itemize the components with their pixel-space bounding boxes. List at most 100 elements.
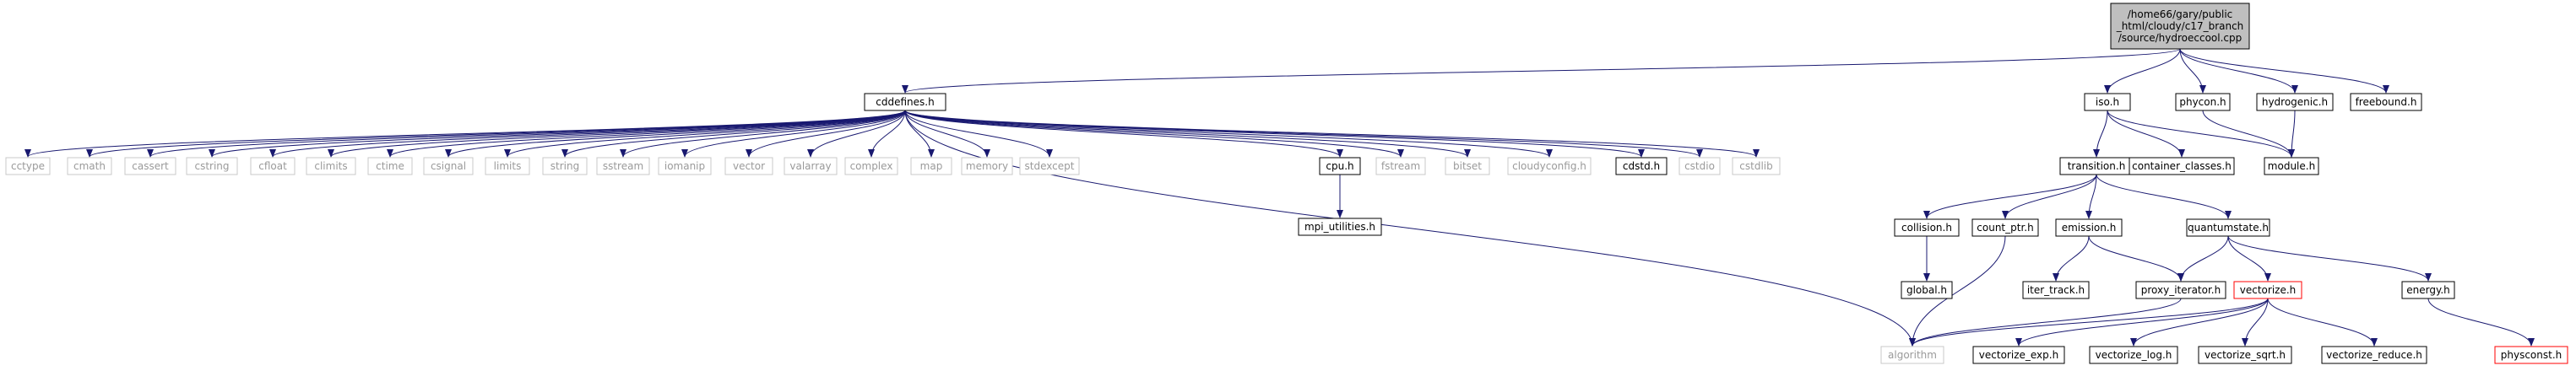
node-phycon[interactable]: phycon.h <box>2175 93 2231 111</box>
node-complex[interactable]: complex <box>844 157 898 175</box>
node-iomanip[interactable]: iomanip <box>658 157 712 175</box>
node-label: emission.h <box>2062 222 2117 234</box>
edge-quantumstate-to-vectorize <box>2227 235 2271 282</box>
edges-layer <box>24 48 2535 347</box>
node-box <box>910 157 952 175</box>
node-vectorize-exp[interactable]: vectorize_exp.h <box>1972 346 2065 364</box>
node-box <box>1972 346 2065 364</box>
node-box <box>2135 281 2226 299</box>
edge-cddefines-to-ctime <box>387 110 906 158</box>
node-hydrogenic[interactable]: hydrogenic.h <box>2256 93 2334 111</box>
node-box <box>2401 281 2455 299</box>
node-box <box>784 157 838 175</box>
root-path-line-3: /source/hydroeccool.cpp <box>2118 32 2242 44</box>
node-box <box>124 157 176 175</box>
root-file-node[interactable]: /home66/gary/public _html/cloudy/c17_bra… <box>2110 3 2250 50</box>
node-label: vectorize_log.h <box>2096 349 2172 361</box>
node-cdstd[interactable]: cdstd.h <box>1615 157 1668 175</box>
node-algorithm[interactable]: algorithm <box>1880 346 1944 364</box>
node-box <box>596 157 650 175</box>
node-label: map <box>920 160 943 172</box>
node-cpu[interactable]: cpu.h <box>1319 157 1361 175</box>
node-box <box>2055 218 2123 237</box>
node-module[interactable]: module.h <box>2264 157 2319 175</box>
node-box <box>2264 157 2319 175</box>
edge-vectorize-to-vectorize-log <box>2130 298 2269 347</box>
node-label: climits <box>314 160 347 172</box>
node-iso[interactable]: iso.h <box>2084 93 2131 111</box>
node-vectorize-log[interactable]: vectorize_log.h <box>2089 346 2178 364</box>
node-count-ptr[interactable]: count_ptr.h <box>1971 218 2039 237</box>
node-physconst[interactable]: physconst.h <box>2494 346 2568 364</box>
node-sstream[interactable]: sstream <box>596 157 650 175</box>
node-box <box>658 157 712 175</box>
node-quantumstate[interactable]: quantumstate.h <box>2186 218 2270 237</box>
node-label: csignal <box>431 160 466 172</box>
node-proxy-iterator[interactable]: proxy_iterator.h <box>2135 281 2226 299</box>
node-cstdlib[interactable]: cstdlib <box>1732 157 1781 175</box>
edge-root-to-hydrogenic <box>2179 48 2298 94</box>
node-freebound[interactable]: freebound.h <box>2350 93 2422 111</box>
edge-vectorize-to-vectorize-reduce <box>2267 298 2378 347</box>
edge-iso-to-transition <box>2093 110 2108 158</box>
edge-root-to-freebound <box>2179 48 2389 94</box>
edge-cddefines-to-stdexcept <box>904 110 1053 158</box>
node-label: string <box>550 160 579 172</box>
edge-vectorize-to-vectorize-exp <box>2015 298 2269 347</box>
node-limits[interactable]: limits <box>485 157 530 175</box>
node-cstdio[interactable]: cstdio <box>1678 157 1721 175</box>
edge-cddefines-to-cstring <box>209 110 906 158</box>
node-box <box>2084 93 2131 111</box>
node-vector[interactable]: vector <box>724 157 773 175</box>
node-label: count_ptr.h <box>1977 222 2033 234</box>
node-global[interactable]: global.h <box>1901 281 1953 299</box>
node-container-classes[interactable]: container_classes.h <box>2129 157 2235 175</box>
node-label: cstring <box>194 160 229 172</box>
node-stdexcept[interactable]: stdexcept <box>1019 157 1080 175</box>
node-cloudyconfig[interactable]: cloudyconfig.h <box>1507 157 1592 175</box>
node-box <box>864 93 946 111</box>
node-box <box>250 157 296 175</box>
node-cfloat[interactable]: cfloat <box>250 157 296 175</box>
node-valarray[interactable]: valarray <box>784 157 838 175</box>
node-map[interactable]: map <box>910 157 952 175</box>
node-box <box>724 157 773 175</box>
node-box <box>2494 346 2568 364</box>
node-iter-track[interactable]: iter_track.h <box>2022 281 2090 299</box>
node-energy[interactable]: energy.h <box>2401 281 2455 299</box>
node-vectorize-sqrt[interactable]: vectorize_sqrt.h <box>2198 346 2292 364</box>
node-box <box>1971 218 2039 237</box>
node-collision[interactable]: collision.h <box>1894 218 1960 237</box>
node-csignal[interactable]: csignal <box>423 157 474 175</box>
node-vectorize[interactable]: vectorize.h <box>2233 281 2302 299</box>
node-memory[interactable]: memory <box>961 157 1013 175</box>
node-cddefines[interactable]: cddefines.h <box>864 93 946 111</box>
node-ctime[interactable]: ctime <box>367 157 413 175</box>
edge-cddefines-to-string <box>561 110 906 158</box>
edge-cddefines-to-climits <box>328 110 906 158</box>
node-mpi-utilities[interactable]: mpi_utilities.h <box>1298 218 1382 236</box>
node-fstream[interactable]: fstream <box>1375 157 1426 175</box>
node-bitset[interactable]: bitset <box>1445 157 1490 175</box>
node-string[interactable]: string <box>542 157 588 175</box>
edge-cddefines-to-sstream <box>620 110 906 158</box>
node-cmath[interactable]: cmath <box>67 157 112 175</box>
node-cassert[interactable]: cassert <box>124 157 176 175</box>
edge-cddefines-to-algorithm <box>904 110 1916 347</box>
edge-root-to-cddefines <box>902 48 2181 94</box>
node-cstring[interactable]: cstring <box>186 157 238 175</box>
node-label: cctype <box>11 160 45 172</box>
node-climits[interactable]: climits <box>306 157 356 175</box>
node-vectorize-reduce[interactable]: vectorize_reduce.h <box>2321 346 2427 364</box>
node-transition[interactable]: transition.h <box>2059 157 2134 175</box>
root-path-line-1: /home66/gary/public <box>2128 8 2233 20</box>
edge-quantumstate-to-energy <box>2227 235 2432 282</box>
nodes-layer: /home66/gary/public _html/cloudy/c17_bra… <box>5 3 2568 364</box>
node-emission[interactable]: emission.h <box>2055 218 2123 237</box>
node-label: algorithm <box>1888 349 1937 361</box>
node-label: cdstd.h <box>1623 160 1660 172</box>
node-cctype[interactable]: cctype <box>5 157 51 175</box>
node-label: mpi_utilities.h <box>1304 221 1375 233</box>
node-box <box>2186 218 2270 237</box>
